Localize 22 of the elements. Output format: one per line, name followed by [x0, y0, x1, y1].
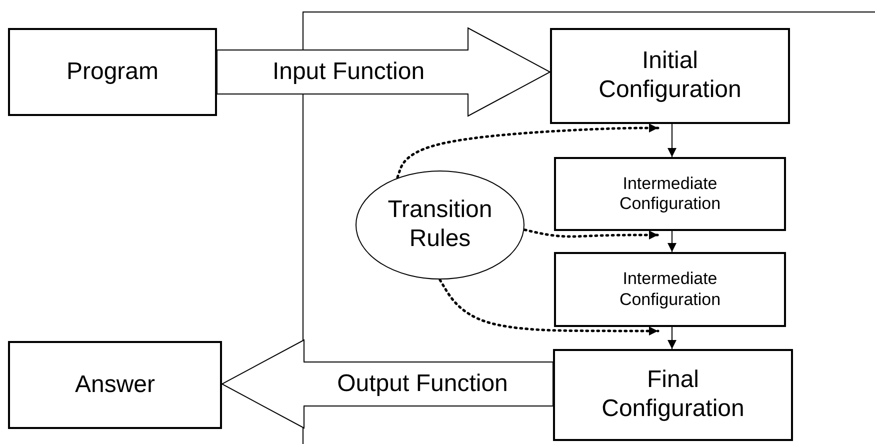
- arrow: [668, 124, 676, 158]
- dotted-arrow: [438, 278, 660, 336]
- edge-label: Output Function: [337, 372, 508, 396]
- node-label: Intermediate Configuration: [618, 269, 722, 310]
- configuration-box: [550, 28, 790, 124]
- configuration-box: [8, 28, 217, 116]
- rules-ellipse: [355, 170, 525, 280]
- node-label: Final Configuration: [600, 366, 746, 424]
- arrow: [668, 326, 676, 350]
- configuration-box: [554, 252, 786, 327]
- arrow: [668, 230, 676, 252]
- dotted-arrow: [523, 228, 660, 240]
- node-label: Initial Configuration: [598, 47, 742, 105]
- configuration-box: [554, 157, 786, 231]
- node-label: Transition Rules: [386, 196, 494, 254]
- configuration-box: [553, 349, 793, 441]
- node-label: Answer: [74, 370, 156, 400]
- edge-label: Input Function: [272, 60, 425, 84]
- configuration-box: [8, 341, 222, 429]
- node-label: Program: [66, 58, 159, 86]
- node-label: Intermediate Configuration: [618, 174, 722, 214]
- dotted-arrow: [396, 124, 660, 179]
